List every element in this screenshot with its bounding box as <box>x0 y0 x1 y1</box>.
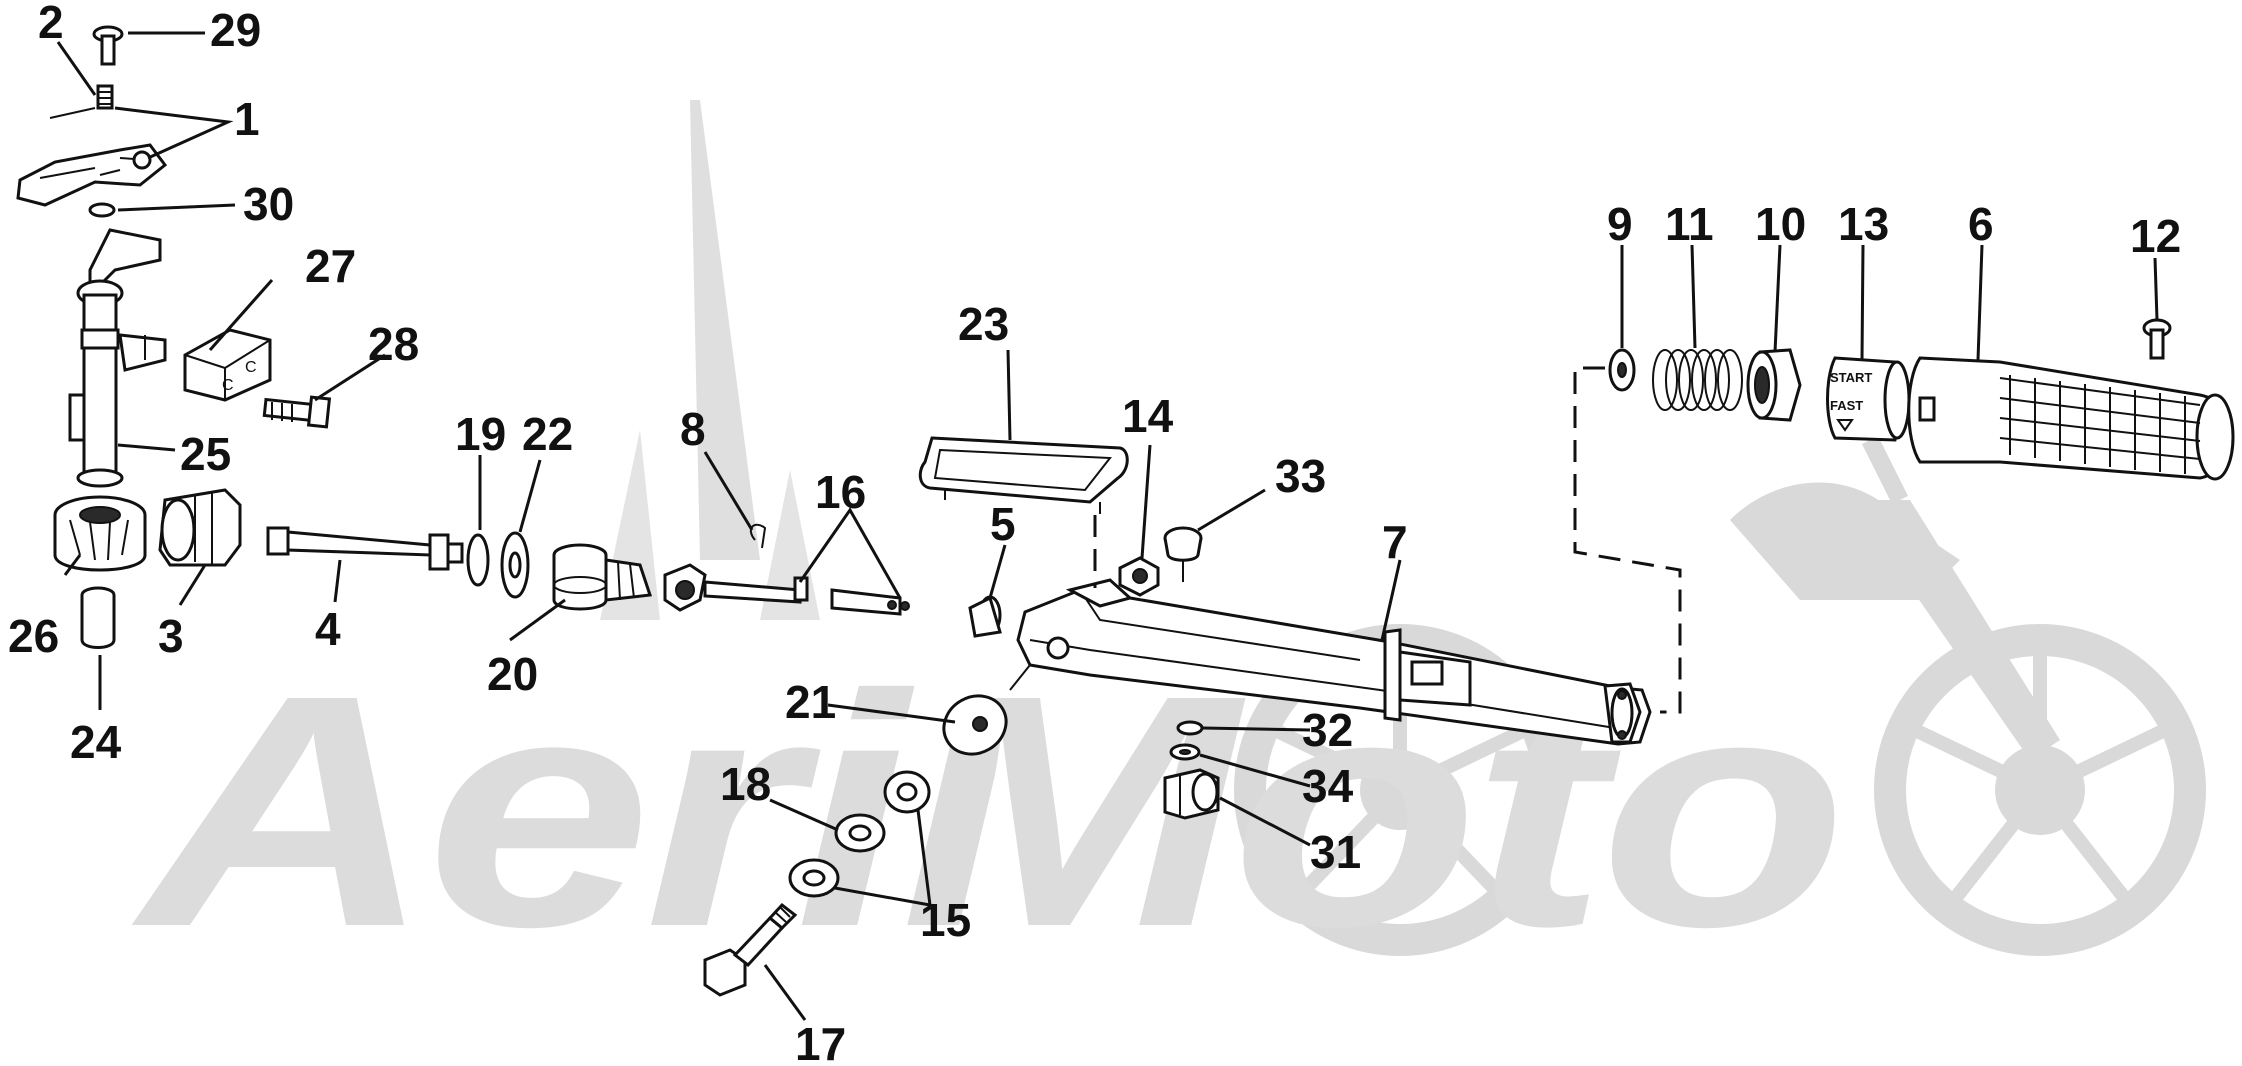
sleeve-20 <box>552 543 653 611</box>
callout-10: 10 <box>1755 198 1806 250</box>
svg-text:C: C <box>245 359 257 376</box>
grip-pattern <box>1999 375 2201 474</box>
tiller-arm-7 <box>1009 578 1652 746</box>
svg-text:C: C <box>222 377 234 394</box>
bushing-24 <box>80 586 116 649</box>
callout-11: 11 <box>1665 198 1714 250</box>
callout-20: 20 <box>487 648 538 700</box>
callout-19: 19 <box>455 408 506 460</box>
washer-22 <box>500 531 530 599</box>
bushing-5 <box>968 595 1002 638</box>
shaft-4 <box>266 526 464 571</box>
bolt-28 <box>262 395 332 429</box>
callout-22: 22 <box>522 408 573 460</box>
spring-11 <box>1652 349 1743 411</box>
callout-25: 25 <box>180 428 231 480</box>
ring-19 <box>466 533 490 587</box>
leader-lines <box>56 31 2159 1021</box>
screw-29 <box>92 25 124 66</box>
clamp-27: C C <box>183 328 272 402</box>
callout-29: 29 <box>210 4 261 56</box>
callout-13: 13 <box>1838 198 1889 250</box>
callout-3: 3 <box>158 610 184 662</box>
gear-26 <box>53 495 147 572</box>
pin-2 <box>49 84 114 119</box>
callout-4: 4 <box>315 603 341 655</box>
nut-14 <box>1118 556 1160 597</box>
callout-32: 32 <box>1302 704 1353 756</box>
bolt-17 <box>703 902 798 997</box>
callout-12: 12 <box>2130 210 2181 262</box>
washer-32 <box>1176 720 1204 736</box>
callout-8: 8 <box>680 403 706 455</box>
bushing-10 <box>1746 348 1802 422</box>
watermark-spire-base <box>600 430 820 620</box>
callout-16: 16 <box>815 466 866 518</box>
gear-3 <box>158 488 242 567</box>
callout-17: 17 <box>795 1018 846 1066</box>
callout-23: 23 <box>958 298 1009 350</box>
washer-18 <box>834 813 886 853</box>
callout-14: 14 <box>1122 390 1174 442</box>
clip-8 <box>749 523 767 549</box>
callout-1: 1 <box>234 93 260 145</box>
callout-18: 18 <box>720 758 771 810</box>
shaft-25 <box>68 228 167 488</box>
lever-1 <box>16 143 168 207</box>
callout-28: 28 <box>368 318 419 370</box>
callout-27: 27 <box>305 240 356 292</box>
screw-12 <box>2142 318 2172 360</box>
callout-7: 7 <box>1382 516 1408 568</box>
grip-start-marking: START <box>1830 370 1872 385</box>
callout-26: 26 <box>8 610 59 662</box>
callout-15: 15 <box>920 894 971 946</box>
collar-13: START FAST <box>1826 356 1911 442</box>
joint-16 <box>663 563 910 616</box>
washer-15b <box>788 858 840 898</box>
washer-9 <box>1608 348 1636 392</box>
cover-23 <box>918 436 1129 514</box>
callouts: 29 2 1 30 27 28 25 26 24 3 4 19 22 20 8 … <box>8 0 2181 1066</box>
callout-21: 21 <box>785 676 836 728</box>
callout-34: 34 <box>1302 760 1354 812</box>
callout-31: 31 <box>1310 826 1361 878</box>
callout-9: 9 <box>1607 198 1633 250</box>
washer-21 <box>942 694 1008 756</box>
callout-2: 2 <box>38 0 64 48</box>
callout-33: 33 <box>1275 450 1326 502</box>
dashed-bracket <box>1093 366 1682 714</box>
washer-30 <box>88 202 116 218</box>
callout-6: 6 <box>1968 198 1994 250</box>
knob-33 <box>1163 526 1203 582</box>
watermark-spire <box>690 100 760 560</box>
handle-grip-6 <box>1907 356 2235 481</box>
callout-24: 24 <box>70 716 122 768</box>
nut-31 <box>1163 768 1220 820</box>
callout-5: 5 <box>990 498 1016 550</box>
grip-fast-marking: FAST <box>1830 398 1863 413</box>
washer-34 <box>1169 743 1201 761</box>
parts: C C <box>16 25 2235 997</box>
washer-15a <box>883 770 931 814</box>
callout-30: 30 <box>243 178 294 230</box>
